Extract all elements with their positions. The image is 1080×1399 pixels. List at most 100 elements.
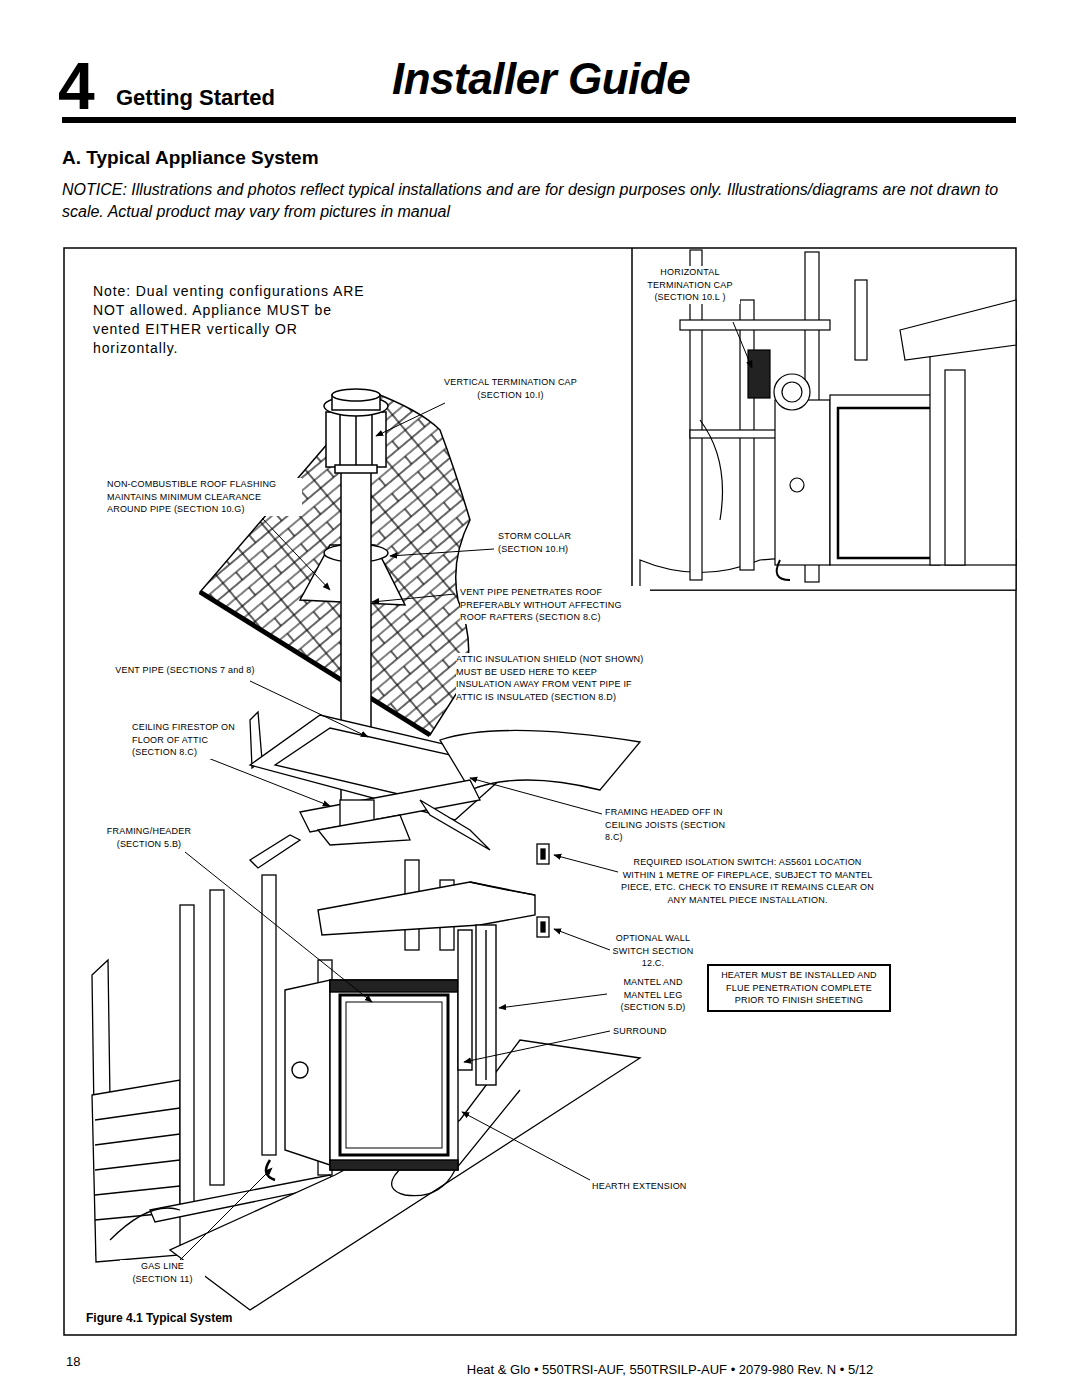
wall-framing-part: [95, 1134, 180, 1145]
wall-framing-part: [95, 1108, 180, 1120]
mantel: [318, 882, 535, 1085]
leader-line-part: [733, 322, 752, 368]
inset-illustration-part: [777, 560, 790, 580]
roof: [200, 392, 470, 735]
callout-label: FRAMING HEADED OFF IN CEILING JOISTS (SE…: [605, 806, 740, 844]
wall-framing-part: [110, 1208, 180, 1240]
inset-illustration-part: [748, 350, 770, 398]
page-title: Installer Guide: [392, 54, 690, 104]
leader-line-part: [372, 594, 455, 602]
box-text: HEATER MUST BE INSTALLED AND FLUE PENETR…: [714, 969, 884, 1007]
wall-framing-part: [180, 905, 194, 1205]
wall-switch-part: [541, 922, 545, 932]
fireplace-part: [346, 1002, 442, 1148]
callout-label: VERTICAL TERMINATION CAP (SECTION 10.I): [428, 376, 593, 401]
leader-line-part: [262, 518, 330, 590]
callout-label: NON-COMBUSTIBLE ROOF FLASHING MAINTAINS …: [107, 478, 302, 516]
inset-illustration-part: [700, 420, 723, 520]
wall-framing-part: [250, 835, 300, 868]
vent-pipe-part: [326, 412, 386, 467]
mantel-part: [318, 882, 535, 935]
callout-label: GAS LINE (SECTION 11): [120, 1260, 205, 1285]
fireplace-part: [330, 1160, 458, 1170]
vent-pipe-part: [339, 414, 341, 465]
leader-line-part: [470, 778, 602, 814]
vent-pipe-part: [355, 414, 357, 465]
callout-label: REQUIRED ISOLATION SWITCH: AS5601 LOCATI…: [620, 856, 875, 906]
wall-switch-part: [537, 917, 549, 937]
inset-illustration-part: [930, 330, 1016, 565]
callout-label: HORIZONTAL TERMINATION CAP (SECTION 10.L…: [640, 266, 740, 304]
callout-label: MANTEL AND MANTEL LEG (SECTION 5.D): [611, 976, 695, 1014]
roof-part: [200, 392, 470, 735]
inset-illustration-part: [855, 280, 867, 360]
section-number: 4: [58, 48, 95, 124]
heading-rule-part: [62, 117, 1016, 123]
wall-switch-part: [537, 844, 549, 864]
mantel-part: [470, 882, 535, 895]
wall-framing-part: [262, 875, 276, 1155]
subsection-title: A. Typical Appliance System: [62, 146, 319, 170]
inset-illustration: [640, 250, 1016, 590]
wall-framing-part: [95, 1160, 180, 1170]
attic-framing: [250, 712, 640, 850]
inset-illustration-part: [775, 400, 830, 565]
leader-line-part: [376, 403, 445, 436]
notice-box: HEATER MUST BE INSTALLED AND FLUE PENETR…: [707, 964, 891, 1012]
inset-illustration-part: [782, 382, 802, 402]
leader-line-part: [390, 549, 494, 556]
wall-framing-part: [210, 890, 224, 1185]
fireplace-part: [330, 980, 458, 992]
inset-illustration-part: [774, 374, 810, 410]
mantel-part: [458, 930, 472, 1070]
heading-rule: [62, 117, 1016, 123]
attic-framing-part: [318, 815, 410, 845]
leader-line-part: [178, 1168, 272, 1262]
callout-label: SURROUND: [613, 1025, 667, 1038]
inset-illustration-part: [830, 395, 940, 565]
fireplace-part: [330, 980, 458, 1170]
callout-label: STORM COLLAR (SECTION 10.H): [498, 530, 593, 555]
callout-label: ATTIC INSULATION SHIELD (NOT SHOWN) MUST…: [456, 653, 651, 703]
leader-line-part: [554, 855, 618, 872]
wall-framing-part: [92, 1080, 180, 1262]
wall-switch: [537, 844, 549, 937]
attic-framing-part: [420, 800, 490, 850]
fireplace: [266, 980, 458, 1180]
mantel-part: [476, 925, 496, 1085]
leader-line-part: [464, 1031, 610, 1062]
callout-label: CEILING FIRESTOP ON FLOOR OF ATTIC (SECT…: [132, 721, 247, 759]
vent-pipe-part: [335, 465, 377, 473]
inset-illustration-part: [680, 320, 830, 330]
notice-text: NOTICE: Illustrations and photos reflect…: [62, 179, 1022, 223]
callout-label: VENT PIPE PENETRATES ROOF PREFERABLY WIT…: [460, 586, 650, 624]
figure-caption: Figure 4.1 Typical System: [86, 1311, 233, 1326]
callout-label: HEARTH EXTENSION: [592, 1180, 687, 1193]
figure-frame-part: [631, 248, 633, 590]
figure-frame-part: [64, 248, 1016, 1335]
fireplace-part: [340, 995, 448, 1155]
callout-label: VENT PIPE (SECTIONS 7 and 8): [100, 664, 270, 677]
leader-line-part: [185, 852, 372, 1002]
vent-pipe-part: [332, 389, 380, 401]
leader-line-part: [250, 681, 368, 737]
page-number: 18: [66, 1354, 80, 1370]
inset-illustration-part: [945, 370, 965, 565]
inset-illustration-part: [790, 478, 804, 492]
wall-switch-part: [541, 849, 545, 859]
fireplace-part: [292, 1062, 308, 1078]
section-title: Getting Started: [116, 84, 275, 112]
figure-frame: [64, 248, 1016, 1335]
inset-illustration-part: [838, 408, 932, 558]
venting-note: Note: Dual venting configurations ARE NO…: [93, 282, 378, 358]
leader-line: [178, 322, 752, 1262]
callout-label: FRAMING/HEADER (SECTION 5.B): [94, 825, 204, 850]
leader-line-part: [208, 758, 330, 806]
wall-framing-part: [95, 1186, 180, 1195]
inset-illustration-part: [900, 300, 1016, 360]
page-footer: Heat & Glo • 550TRSI-AUF, 550TRSILP-AUF …: [300, 1362, 1040, 1378]
vent-pipe-part: [371, 414, 373, 465]
leader-line-part: [554, 929, 610, 950]
